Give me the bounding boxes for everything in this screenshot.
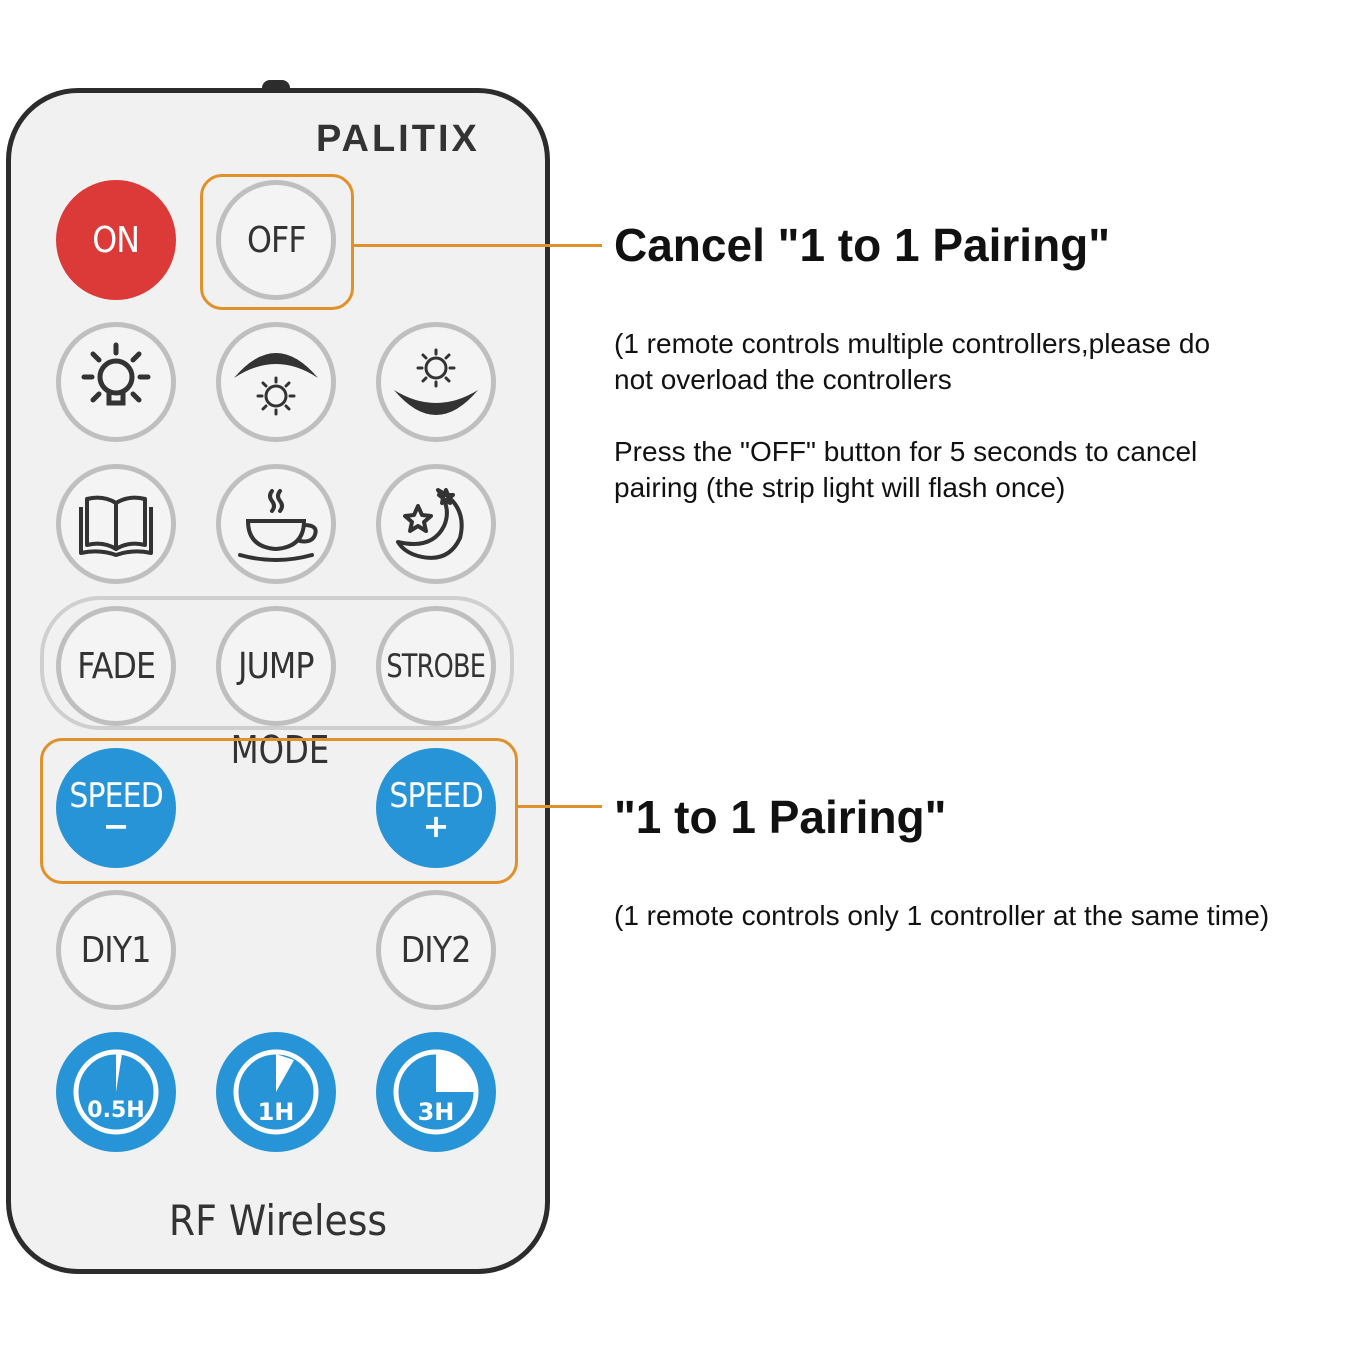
- book-icon: [71, 479, 161, 569]
- plus-icon: +: [422, 807, 450, 845]
- timer-1h-button[interactable]: 1H: [216, 1032, 336, 1152]
- brightness-up-icon: [228, 334, 324, 430]
- cancel-desc-line3: Press the "OFF" button for 5 seconds to …: [614, 436, 1198, 467]
- jump-button[interactable]: JUMP: [216, 606, 336, 726]
- minus-icon: −: [102, 807, 130, 845]
- moon-star-icon: [388, 476, 484, 572]
- timer-1h-icon: [233, 1049, 319, 1135]
- timer-3h-label: 3H: [417, 1098, 455, 1126]
- diy1-label: DIY1: [81, 929, 152, 971]
- mode-group: [40, 596, 514, 730]
- speed-callout-line: [518, 805, 602, 808]
- coffee-button[interactable]: [216, 464, 336, 584]
- bulb-button[interactable]: [56, 322, 176, 442]
- jump-label: JUMP: [238, 645, 314, 687]
- mode-label: MODE: [230, 728, 330, 772]
- speed-plus-button[interactable]: SPEED +: [376, 748, 496, 868]
- on-button[interactable]: ON: [56, 180, 176, 300]
- brand-logo: PALITIX: [316, 118, 480, 160]
- brightness-down-icon: [388, 334, 484, 430]
- fade-label: FADE: [77, 645, 156, 687]
- cancel-desc-line4: pairing (the strip light will flash once…: [614, 472, 1066, 503]
- bulb-icon: [71, 337, 161, 427]
- speed-highlight-box: [40, 738, 518, 884]
- pairing-heading: "1 to 1 Pairing": [614, 791, 947, 843]
- moon-star-button[interactable]: [376, 464, 496, 584]
- brightness-up-button[interactable]: [216, 322, 336, 442]
- speed-minus-label: SPEED: [69, 776, 163, 816]
- cancel-pairing-heading: Cancel "1 to 1 Pairing": [614, 219, 1111, 271]
- timer-05h-label: 0.5H: [87, 1098, 145, 1123]
- timer-1h-label: 1H: [257, 1098, 295, 1126]
- off-label: OFF: [246, 219, 307, 261]
- book-button[interactable]: [56, 464, 176, 584]
- footer-label: RF Wireless: [168, 1196, 388, 1245]
- diy2-button[interactable]: DIY2: [376, 890, 496, 1010]
- timer-3h-icon: [393, 1049, 479, 1135]
- off-callout-line: [354, 244, 602, 247]
- off-button[interactable]: OFF: [216, 180, 336, 300]
- strobe-label: STROBE: [386, 647, 487, 685]
- cancel-desc-line2: not overload the controllers: [614, 364, 952, 395]
- timer-05h-icon: [73, 1049, 159, 1135]
- timer-05h-button[interactable]: 0.5H: [56, 1032, 176, 1152]
- diy2-label: DIY2: [401, 929, 472, 971]
- diy1-button[interactable]: DIY1: [56, 890, 176, 1010]
- timer-3h-button[interactable]: 3H: [376, 1032, 496, 1152]
- strobe-button[interactable]: STROBE: [376, 606, 496, 726]
- speed-minus-button[interactable]: SPEED −: [56, 748, 176, 868]
- cancel-desc-line1: (1 remote controls multiple controllers,…: [614, 328, 1211, 359]
- off-highlight-box: [200, 174, 354, 310]
- speed-plus-label: SPEED: [389, 776, 483, 816]
- on-label: ON: [92, 219, 141, 261]
- fade-button[interactable]: FADE: [56, 606, 176, 726]
- coffee-icon: [228, 479, 324, 569]
- pairing-desc-line1: (1 remote controls only 1 controller at …: [614, 900, 1270, 931]
- brightness-down-button[interactable]: [376, 322, 496, 442]
